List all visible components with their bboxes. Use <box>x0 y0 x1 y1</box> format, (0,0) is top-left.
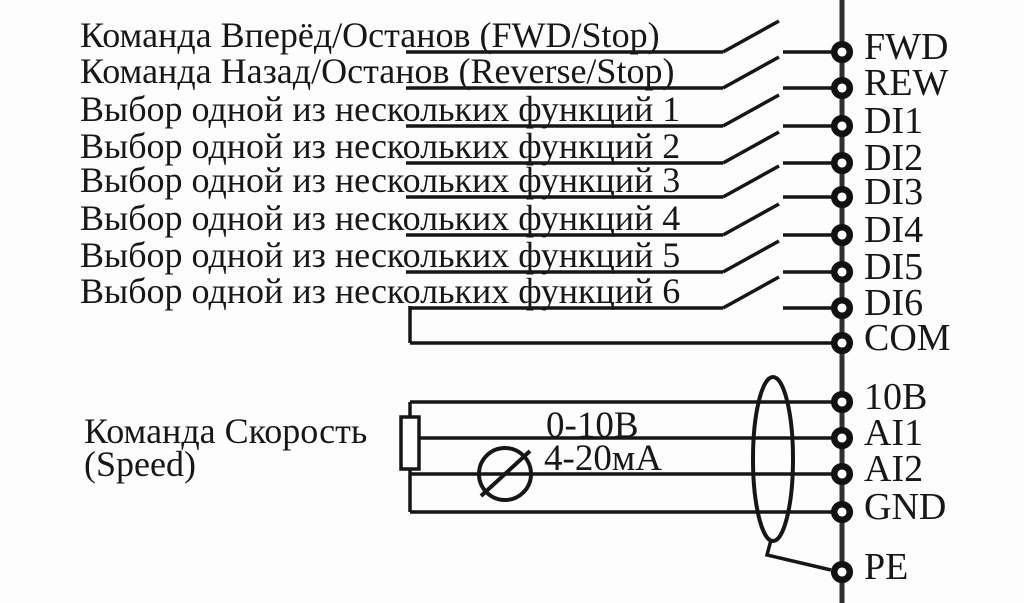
terminal-label-10v: 10B <box>864 376 928 418</box>
open-switch-icon <box>722 19 780 54</box>
terminal-label-gnd: GND <box>864 486 947 528</box>
pe-ground-wire <box>764 539 832 572</box>
terminal-ring-rew <box>830 76 854 100</box>
terminal-ring-di1 <box>830 114 854 138</box>
open-switch-icon <box>722 55 780 90</box>
terminal-ring-ai2 <box>830 462 854 486</box>
digital-input-label-5: Выбор одной из нескольких функций 3 <box>80 160 681 200</box>
terminal-ring-di4 <box>830 223 854 247</box>
terminal-label-di2: DI2 <box>864 137 924 179</box>
speed-command-label-ru: Команда Скорость <box>84 411 368 451</box>
open-switch-icon <box>722 202 780 237</box>
digital-input-label-7: Выбор одной из нескольких функций 5 <box>80 235 681 275</box>
open-switch-icon <box>722 275 780 310</box>
terminal-ring-10v <box>830 390 854 414</box>
terminal-label-di4: DI4 <box>864 209 924 251</box>
terminal-label-ai1: AI1 <box>864 412 924 454</box>
terminal-ring-ai1 <box>830 426 854 450</box>
terminal-ring-di3 <box>830 185 854 209</box>
digital-input-label-8: Выбор одной из нескольких функций 6 <box>80 271 681 311</box>
terminal-label-rew: REW <box>864 62 949 104</box>
current-range-label: 4-20мА <box>544 438 662 479</box>
terminal-ring-gnd <box>830 500 854 524</box>
digital-input-label-3: Выбор одной из нескольких функций 1 <box>80 89 681 129</box>
terminal-ring-pe <box>830 560 854 584</box>
com-wire <box>408 306 842 345</box>
speed-command-label: Команда Скорость (Speed) <box>84 411 368 484</box>
current-source-icon <box>477 446 533 502</box>
terminal-label-di1: DI1 <box>864 100 924 142</box>
terminal-label-di5: DI5 <box>864 246 924 288</box>
terminal-ring-com <box>830 331 854 355</box>
terminal-label-ai2: AI2 <box>864 448 924 490</box>
terminal-label-pe: PE <box>864 546 909 588</box>
terminal-label-com: COM <box>864 317 951 359</box>
open-switch-icon <box>722 93 780 128</box>
open-switch-icon <box>722 164 780 199</box>
voltage-range-label: 0-10В <box>546 405 639 446</box>
terminal-ring-di6 <box>830 296 854 320</box>
terminal-label-di3: DI3 <box>864 171 924 213</box>
open-switch-icon <box>722 130 780 165</box>
cable-shield-icon <box>751 375 795 543</box>
digital-input-label-2: Команда Назад/Останов (Reverse/Stop) <box>80 51 675 91</box>
digital-input-label-4: Выбор одной из нескольких функций 2 <box>80 126 681 166</box>
terminal-ring-fwd <box>830 40 854 64</box>
terminal-label-fwd: FWD <box>864 26 949 68</box>
digital-input-label-1: Команда Вперёд/Останов (FWD/Stop) <box>80 15 660 55</box>
open-switch-icon <box>722 239 780 274</box>
terminal-rings <box>830 40 854 584</box>
terminal-ring-di2 <box>830 151 854 175</box>
potentiometer-icon <box>399 415 421 471</box>
terminal-label-di6: DI6 <box>864 282 924 324</box>
speed-command-label-en: (Speed) <box>84 444 196 484</box>
digital-input-label-6: Выбор одной из нескольких функций 4 <box>80 198 681 238</box>
terminal-ring-di5 <box>830 260 854 284</box>
